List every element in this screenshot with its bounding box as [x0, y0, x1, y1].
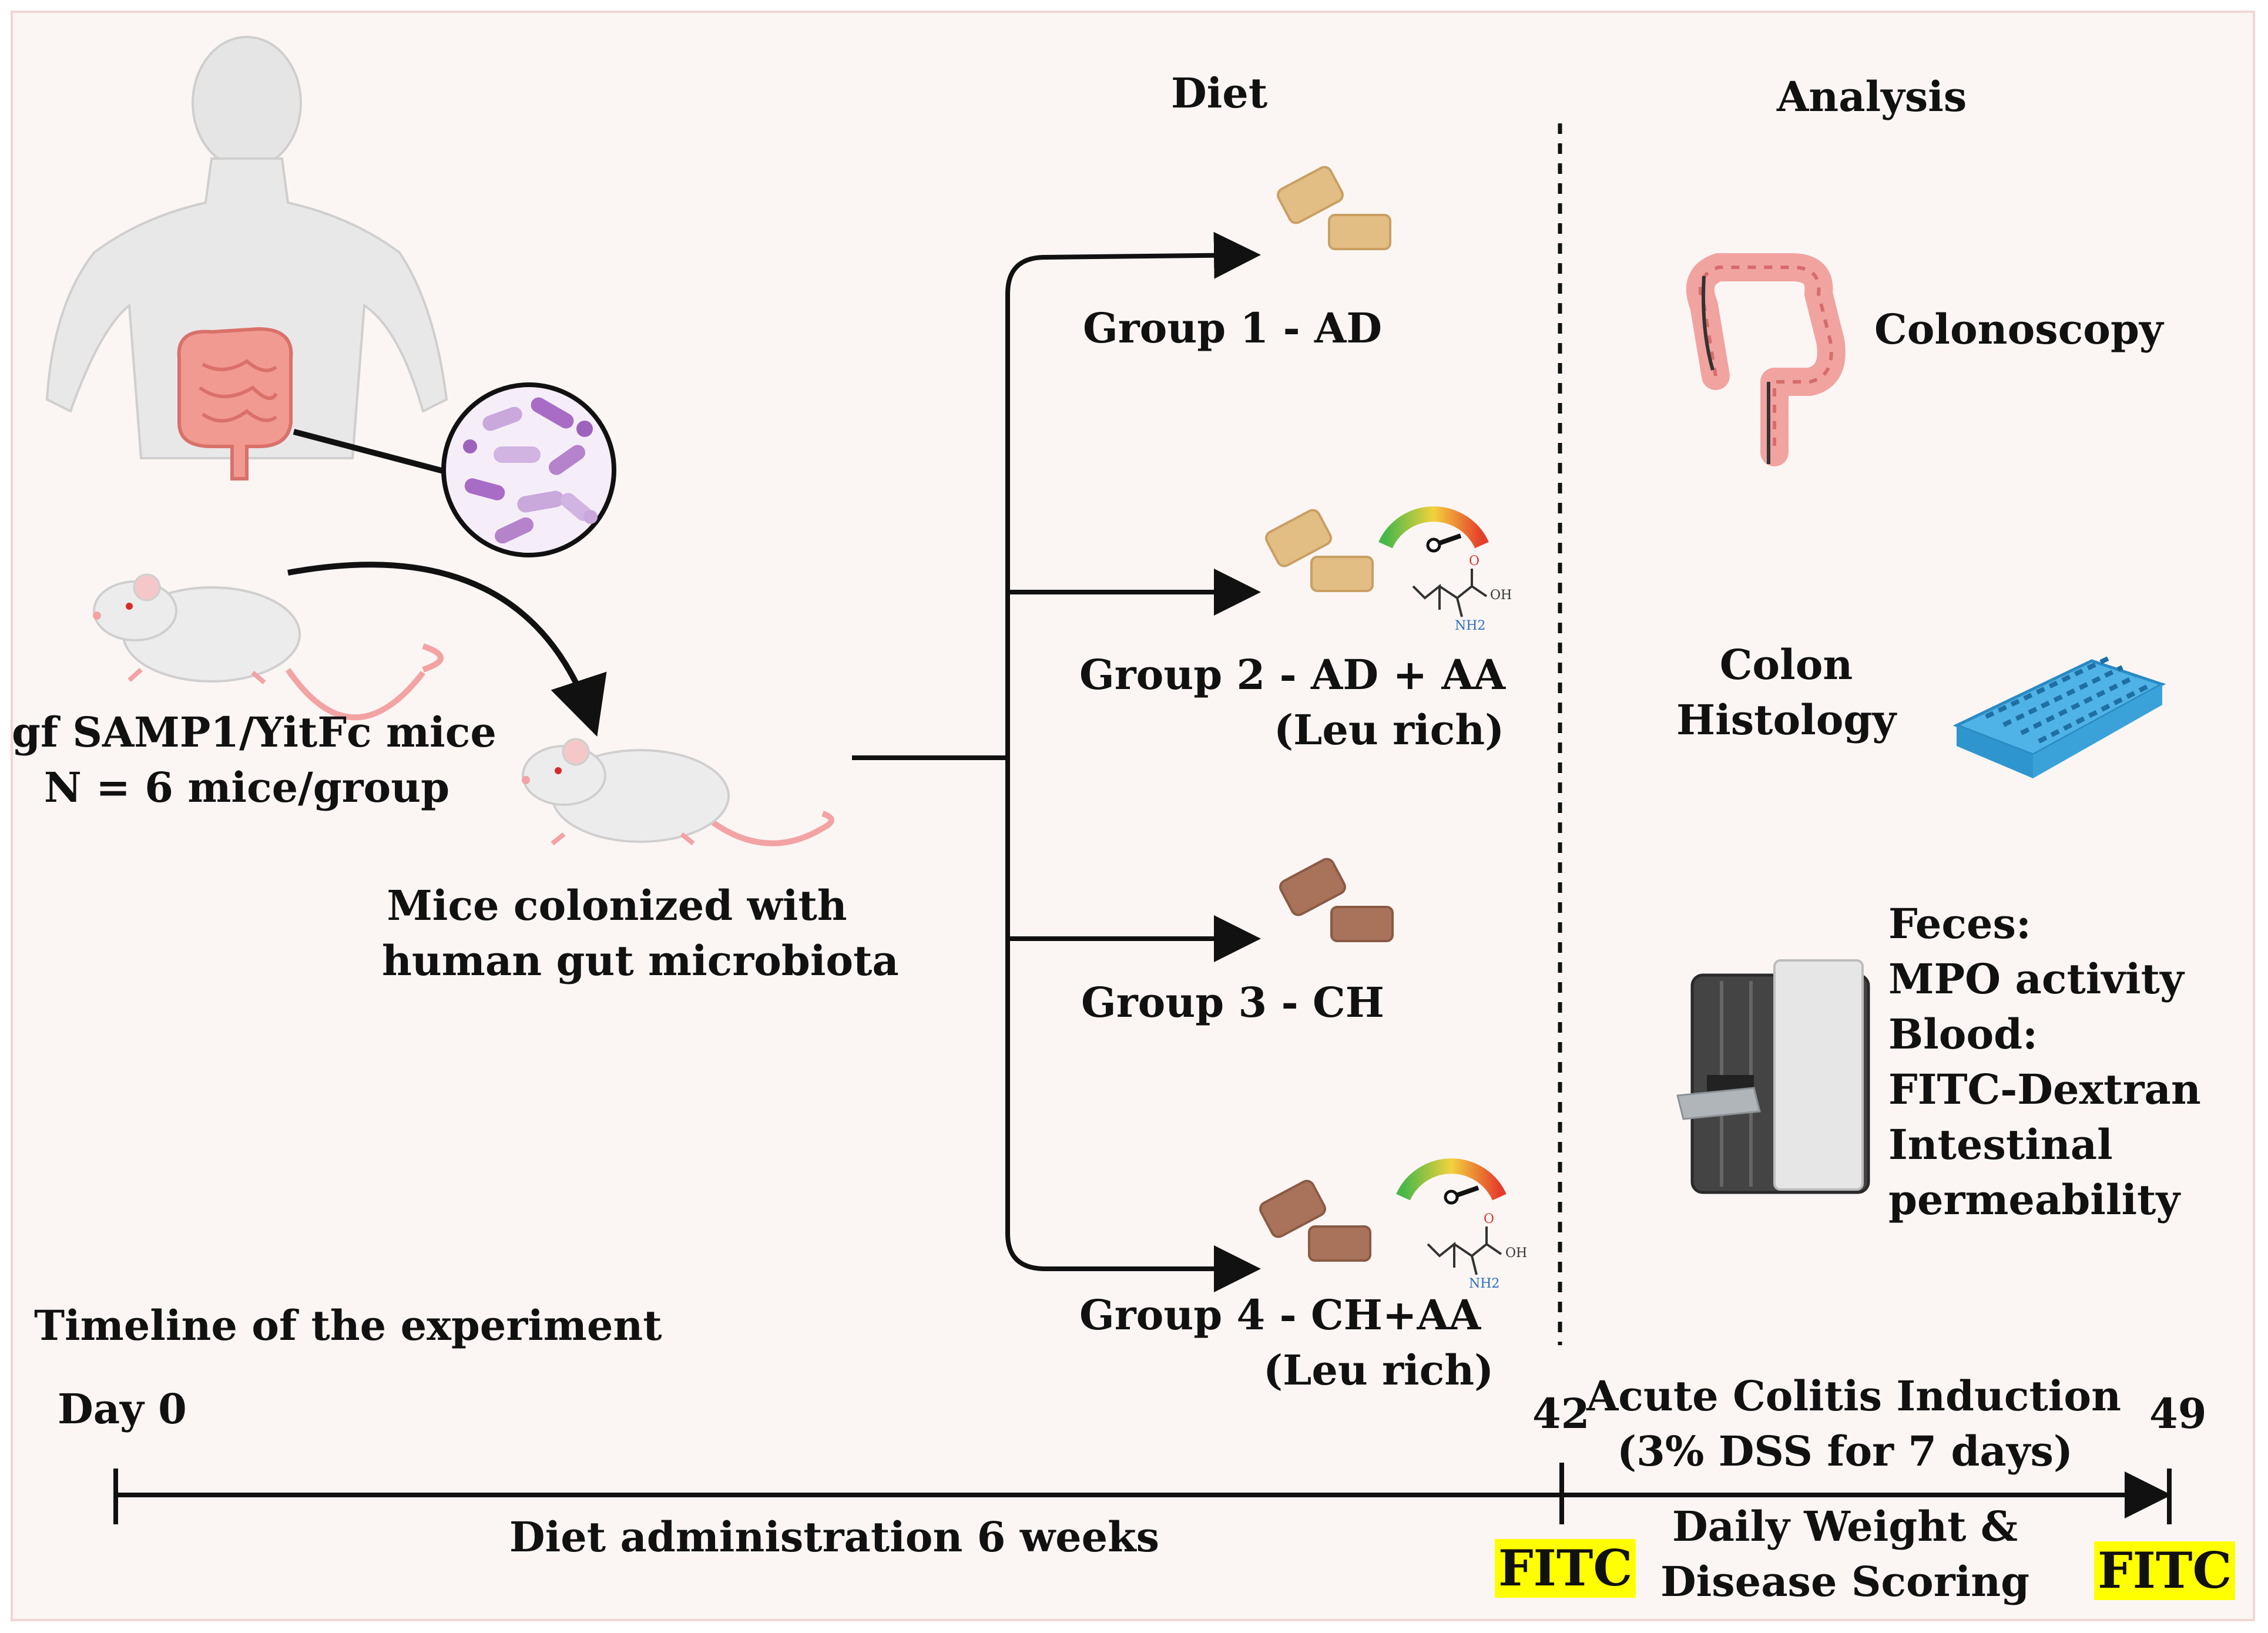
group-3-label: Group 3 - CH: [1081, 978, 1384, 1027]
leucine-icon-group-4: O OH NH2: [1427, 1212, 1527, 1291]
fitc-badge-day49: FITC: [2094, 1541, 2236, 1600]
assay-fitc-dextran-label: FITC-Dextran: [1888, 1065, 2201, 1114]
histology-cassette-icon: [1952, 656, 2166, 778]
fitc-badge-day42: FITC: [1495, 1539, 1636, 1598]
colonization-arrow: [287, 562, 607, 737]
group-4-sublabel: (Leu rich): [1263, 1346, 1494, 1395]
leucine-icon-group-2: O OH NH2: [1412, 554, 1512, 633]
mouse-icon-1: [93, 573, 444, 721]
pellet-icon-group-2: [1265, 509, 1374, 592]
colon-icon: [1686, 253, 1846, 466]
oxygen-label: O: [1469, 554, 1479, 569]
assay-permeability-label: permeability: [1888, 1175, 2180, 1224]
diet-phase-label: Diet administration 6 weeks: [509, 1513, 1160, 1561]
intestine-icon: [177, 327, 293, 481]
group-4-label: Group 4 - CH+AA: [1079, 1291, 1481, 1339]
oxygen-label: O: [1484, 1212, 1494, 1227]
colitis-phase-label-line2: (3% DSS for 7 days): [1617, 1427, 2073, 1476]
timeline-day0-label: Day 0: [58, 1385, 187, 1433]
group-2-sublabel: (Leu rich): [1274, 705, 1505, 754]
group-1-label: Group 1 - AD: [1083, 304, 1383, 352]
assay-feces-label: Feces:: [1888, 899, 2031, 948]
histology-label-line2: Histology: [1676, 695, 1897, 744]
assay-mpo-label: MPO activity: [1888, 955, 2184, 1003]
connector-line: [293, 429, 445, 474]
mouse-icon-2: [522, 738, 834, 846]
gauge-icon-group-4: [1396, 1158, 1507, 1205]
scoring-label-line1: Daily Weight &: [1672, 1502, 2018, 1551]
mice-count-label: N = 6 mice/group: [43, 763, 450, 812]
amine-label: NH2: [1469, 1276, 1499, 1291]
timeline-day42-label: 42: [1532, 1389, 1590, 1438]
timeline-axis: [113, 1463, 2172, 1524]
plate-reader-icon: [1676, 959, 1870, 1194]
diet-header: Diet: [1171, 69, 1268, 117]
pellet-icon-group-1: [1277, 166, 1391, 250]
hydroxyl-label: OH: [1490, 588, 1512, 603]
diet-branch-lines: [852, 231, 1261, 1292]
mice-strain-label: gf SAMP1/YitFc mice: [12, 708, 496, 757]
human-figure: [45, 36, 448, 459]
colitis-phase-label-line1: Acute Colitis Induction: [1586, 1372, 2121, 1420]
hydroxyl-label: OH: [1505, 1246, 1527, 1261]
amine-label: NH2: [1455, 619, 1485, 633]
timeline-day49-label: 49: [2149, 1389, 2207, 1438]
colonized-label-line1: Mice colonized with: [387, 881, 847, 930]
timeline-title: Timeline of the experiment: [34, 1301, 662, 1350]
histology-label-line1: Colon: [1719, 640, 1853, 689]
colonized-label-line2: human gut microbiota: [382, 936, 899, 985]
group-2-label: Group 2 - AD + AA: [1079, 650, 1506, 699]
gauge-icon-group-2: [1378, 506, 1489, 553]
scoring-label-line2: Disease Scoring: [1660, 1557, 2030, 1606]
assay-intestinal-label: Intestinal: [1888, 1120, 2113, 1169]
pellet-icon-group-4: [1259, 1180, 1371, 1262]
pellet-icon-group-3: [1279, 858, 1394, 942]
analysis-header: Analysis: [1777, 72, 1967, 121]
microbiota-icon: [441, 382, 616, 557]
assay-blood-label: Blood:: [1888, 1010, 2038, 1059]
colonoscopy-label: Colonoscopy: [1874, 305, 2163, 354]
